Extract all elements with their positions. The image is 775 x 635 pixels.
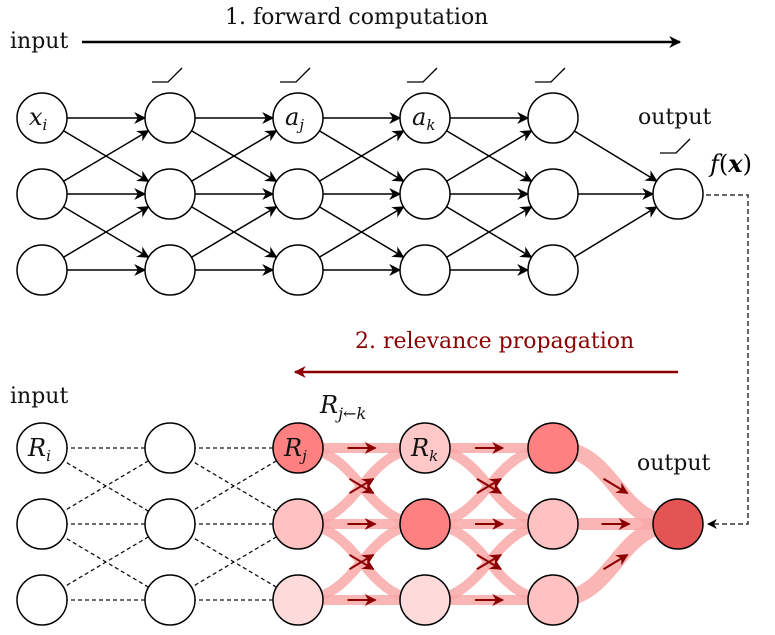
backward-node [527, 498, 579, 550]
forward-node [527, 168, 579, 220]
backward-node [16, 574, 68, 626]
backward-node [144, 422, 196, 474]
node-label-main: R [410, 434, 429, 462]
forward-edge [446, 206, 533, 258]
forward-edge [63, 206, 150, 258]
node-label-sub: i [46, 447, 51, 465]
relevance-arrow [476, 553, 503, 571]
node-label-main: R [283, 434, 302, 462]
dashed-connector [706, 194, 749, 529]
forward-node [272, 168, 324, 220]
node-label-sub: k [429, 447, 438, 465]
edge-relevance-label: Rj←k [319, 391, 366, 423]
forward-output-label: output [638, 105, 712, 130]
forward-node [399, 168, 451, 220]
forward-node [144, 92, 196, 144]
forward-input-label: input [10, 29, 68, 54]
output-x: x [727, 149, 743, 178]
backward-node [399, 422, 451, 474]
forward-node [272, 92, 324, 144]
forward-edge [63, 130, 150, 182]
node-label-sub: j [299, 447, 307, 465]
forward-node [16, 168, 68, 220]
backward-node [16, 422, 68, 474]
forward-node [527, 92, 579, 144]
backward-node [272, 574, 324, 626]
node-label-sub: i [43, 116, 48, 134]
backward-node [16, 498, 68, 550]
backward-node [272, 498, 324, 550]
node-label: aj [285, 103, 304, 134]
output-paren-open: ( [719, 150, 728, 178]
backward-node [527, 574, 579, 626]
relevance-arrow [348, 553, 375, 571]
edge-relevance-sub: j←k [335, 404, 366, 423]
relu-icons [152, 67, 691, 154]
forward-edge [319, 206, 405, 258]
forward-node [272, 244, 324, 296]
relu-icon [535, 67, 566, 83]
backward-title: 2. relevance propagation [355, 329, 634, 354]
forward-node [527, 244, 579, 296]
forward-node [144, 168, 196, 220]
relevance-arrow [348, 477, 375, 495]
forward-node [399, 92, 451, 144]
backward-input-label: input [10, 384, 68, 409]
backward-node [399, 498, 451, 550]
node-label-main: a [285, 103, 299, 131]
backward-output-node [652, 498, 704, 550]
dashed-edge [191, 536, 277, 588]
relevance-arrow [476, 477, 503, 495]
node-label-sub: k [426, 116, 435, 134]
dashed-edge [63, 536, 149, 588]
output-value: f(x) [708, 149, 752, 178]
backward-node [399, 574, 451, 626]
node-label-main: R [27, 434, 46, 462]
relevance-arrows [347, 442, 631, 606]
forward-node [16, 92, 68, 144]
forward-title: 1. forward computation [225, 5, 488, 30]
backward-output-label: output [637, 451, 711, 476]
forward-edge [446, 130, 533, 182]
forward-edges [63, 112, 658, 276]
node-label: Rk [410, 434, 438, 465]
forward-edge [573, 206, 658, 258]
forward-edge [319, 130, 405, 182]
node-label-main: a [412, 103, 426, 131]
backward-node [144, 498, 196, 550]
relu-icon [280, 67, 311, 83]
forward-edge [191, 206, 278, 258]
node-label: ak [412, 103, 435, 134]
node-label-main: x [29, 103, 43, 131]
relevance-arrow [603, 477, 629, 495]
forward-node [144, 244, 196, 296]
output-paren-close: ) [743, 150, 752, 178]
edge-relevance-R: R [319, 391, 338, 419]
relu-icon [152, 67, 183, 83]
node-label: xi [29, 103, 48, 134]
node-label-sub: j [296, 116, 304, 134]
backward-node [272, 422, 324, 474]
backward-node [527, 422, 579, 474]
forward-node [16, 244, 68, 296]
forward-node [399, 244, 451, 296]
relevance-arrow [603, 553, 629, 571]
forward-edge [573, 130, 658, 182]
forward-edge [191, 130, 278, 182]
node-label: Ri [27, 434, 51, 465]
relu-icon [407, 67, 438, 83]
forward-output-node [652, 168, 704, 220]
dashed-edge [191, 460, 277, 512]
backward-node [144, 574, 196, 626]
dashed-edges [63, 447, 277, 601]
node-label: Rj [283, 434, 307, 465]
relu-icon [660, 138, 691, 154]
dashed-edge [63, 460, 149, 512]
